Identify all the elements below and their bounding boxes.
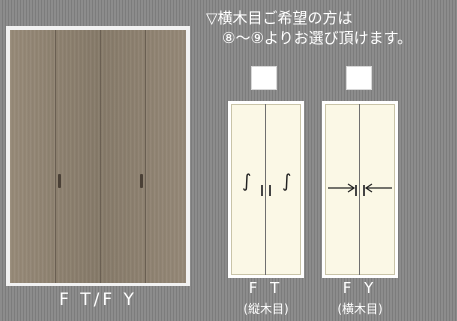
- door-fy-label: F Y: [342, 279, 378, 297]
- vertical-grain-icon: ∫: [242, 171, 252, 192]
- door-handle: [363, 185, 365, 196]
- wood-grain-panel: [10, 30, 186, 283]
- swatch-ft[interactable]: [251, 66, 277, 90]
- swatch-fy[interactable]: [346, 66, 372, 90]
- vertical-grain-icon: ∫: [282, 171, 292, 192]
- door-seam: [55, 30, 56, 283]
- door-seam: [145, 30, 146, 283]
- door-seam: [100, 30, 101, 283]
- door-panel: [325, 104, 395, 275]
- door-ft-label: F T: [248, 279, 284, 297]
- door-fy-sublabel: (横木目): [337, 302, 383, 316]
- door-seam: [359, 104, 360, 275]
- door-handle: [140, 174, 143, 188]
- door-handle: [355, 185, 357, 196]
- door-seam: [265, 104, 266, 275]
- door-ft-image: ∫ ∫: [228, 101, 304, 278]
- main-door-image: [6, 26, 190, 286]
- door-handle: [269, 185, 271, 196]
- door-ft-sublabel: (縦木目): [243, 302, 289, 316]
- grain-note: ▽横木目ご希望の方は ⑧〜⑨よりお選び頂けます。: [206, 8, 412, 48]
- door-handle: [261, 185, 263, 196]
- door-panel: [231, 104, 301, 275]
- door-fy-image: [322, 101, 398, 278]
- grain-note-line1: ▽横木目ご希望の方は: [206, 9, 353, 27]
- main-door-label: F T/F Y: [59, 290, 137, 310]
- grain-note-line2: ⑧〜⑨よりお選び頂けます。: [222, 29, 413, 47]
- horizontal-grain-icon: [328, 183, 392, 193]
- door-handle: [58, 174, 61, 188]
